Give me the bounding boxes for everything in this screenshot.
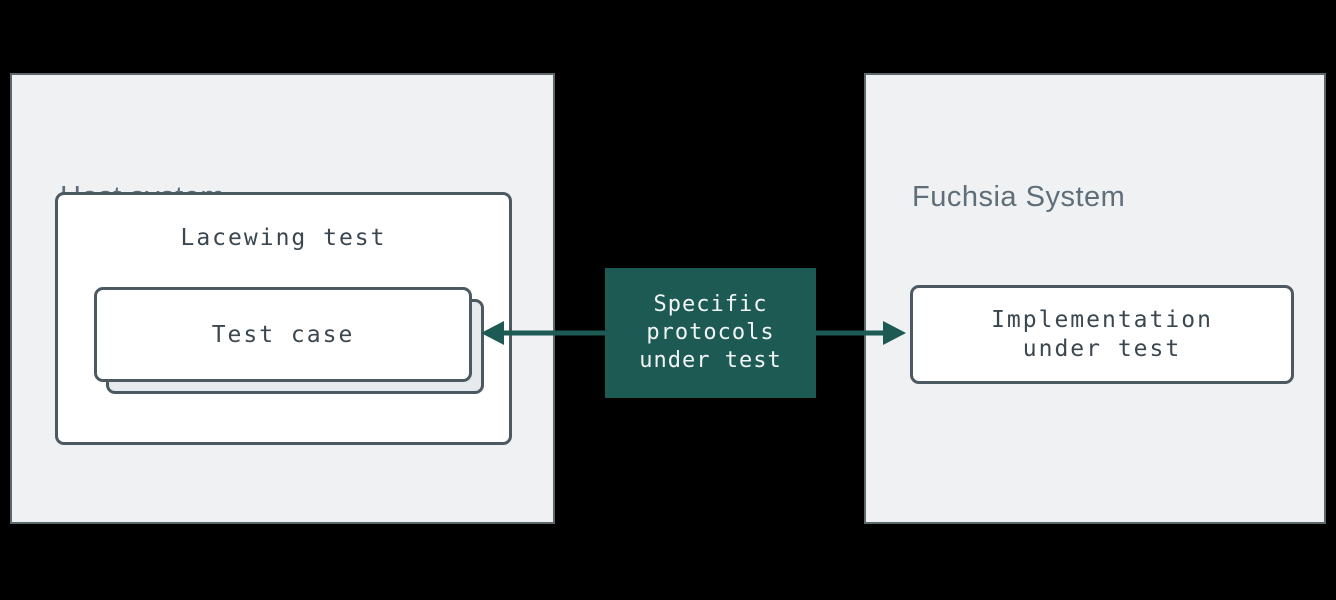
protocols-line-1: Specific [653, 292, 768, 317]
implementation-under-test-box: Implementation under test [910, 285, 1294, 384]
lacewing-test-label: Lacewing test [180, 225, 387, 251]
fuchsia-system-panel: Fuchsia System Implementation under test [864, 73, 1326, 524]
protocols-line-3: under test [639, 348, 782, 373]
lacewing-test-box: Lacewing test Test case [55, 192, 512, 445]
fuchsia-system-title: Fuchsia System [912, 181, 1126, 213]
test-case-card: Test case [94, 287, 472, 382]
implementation-line-2: under test [1022, 335, 1182, 362]
host-system-panel: Host system Lacewing test Test case [10, 73, 555, 524]
implementation-line-1: Implementation [991, 306, 1213, 333]
protocols-under-test-box: Specific protocols under test [605, 268, 816, 398]
test-case-label: Test case [211, 321, 355, 348]
protocols-line-2: protocols [646, 320, 775, 345]
